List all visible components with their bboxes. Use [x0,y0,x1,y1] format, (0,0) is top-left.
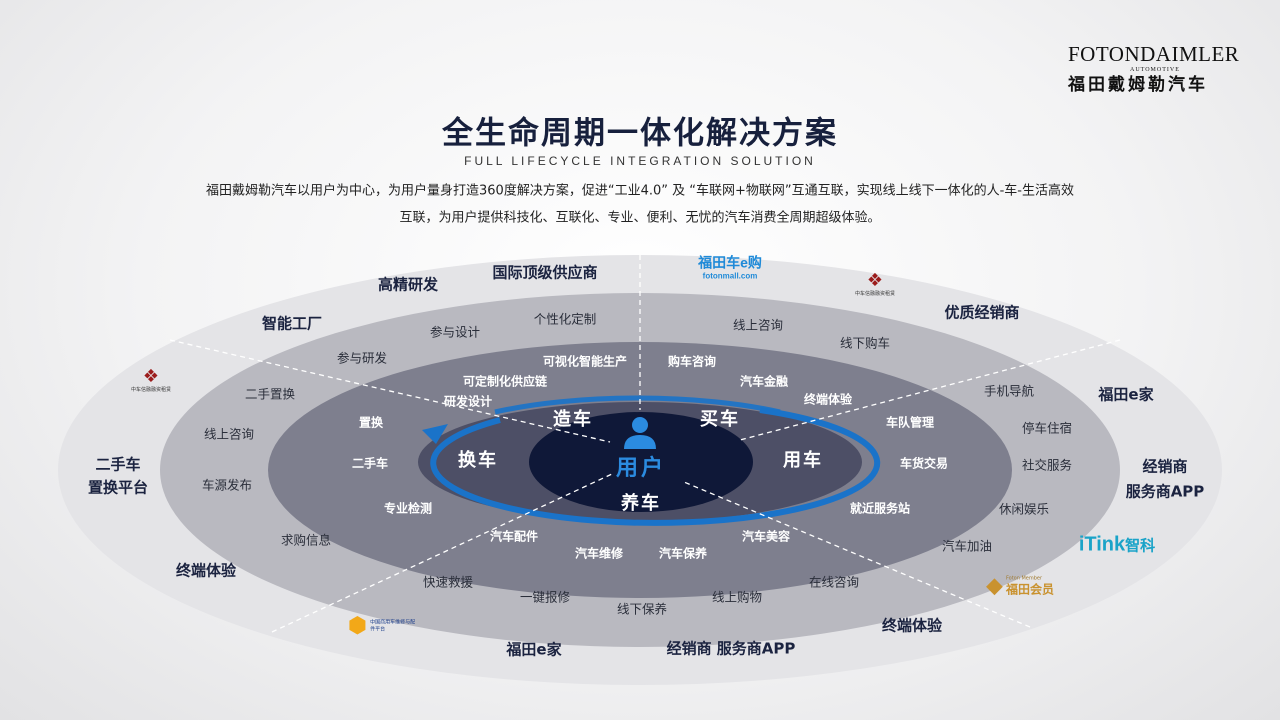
ring3-item: 购车咨询 [667,354,717,369]
ring1-item: 国际顶级供应商 [492,263,598,282]
ring2-item: 个性化定制 [533,311,597,327]
ring2-item: 在线咨询 [808,574,860,590]
ring2-item: 休闲娱乐 [998,501,1050,517]
ring3-item: 可视化智能生产 [542,354,628,369]
cycle-arrow-top [494,395,781,415]
stage-buy: 买车 [700,409,740,430]
ring3-item: 研发设计 [443,394,493,409]
description-line-2: 互联，为用户提供科技化、互联化、专业、便利、无忧的汽车消费全周期超级体验。 [399,210,881,226]
leasing-logo-top: ❖ 中车信融融资租赁 [854,270,896,297]
ring3-item: 终端体验 [803,392,853,407]
ring2-item: 车源发布 [201,477,253,493]
sector-dividers [169,255,1121,633]
ring3-item: 置换 [358,415,384,430]
arrow-head-icon [422,424,448,444]
ring3-item: 就近服务站 [849,501,911,516]
ring1-item: 终端体验 [175,561,237,580]
stage-make: 造车 [553,409,593,430]
stage-replace: 换车 [458,450,498,471]
ring1-item: 终端体验 [881,616,943,635]
ring1-item: 优质经销商 [944,303,1020,322]
leasing-logo-left: ❖ 中车信融融资租赁 [130,366,172,393]
platform-hexagon-icon: ⬢ [347,613,368,639]
ring3-item: 汽车金融 [739,374,789,389]
ring1-item: 福田e家 [506,640,562,659]
ring3-item: 专业检测 [383,501,433,516]
ring2-item: 一键报修 [519,589,571,605]
ring3-item: 汽车保养 [658,546,708,561]
ring2-item: 线上咨询 [732,317,784,333]
ring2-item: 二手置换 [244,386,296,402]
ring2-item: 线下购车 [839,335,891,351]
foton-emall-logo: 福田车e购 fotonmall.com [698,254,762,281]
core-user-label: 用户 [615,456,667,481]
page-subtitle: FULL LIFECYCLE INTEGRATION SOLUTION [464,154,816,168]
ring2-item: 线上购物 [711,589,763,605]
ring3-item: 汽车维修 [574,546,624,561]
ring3-item: 车队管理 [885,415,935,430]
ring1-item: 智能工厂 [261,314,323,333]
leasing-emblem-icon: ❖ [866,270,884,291]
stage-use: 用车 [783,450,823,471]
ring3-item: 车货交易 [899,456,949,471]
ring1-item: 置换平台 [87,478,149,497]
ring1-item: 高精研发 [377,275,439,294]
page-title: 全生命周期一体化解决方案 [442,115,838,152]
ring2-item: 停车住宿 [1021,420,1073,436]
ring2-item: 社交服务 [1021,457,1073,473]
ring2-item: 参与研发 [336,350,388,366]
member-emblem-icon: ◆ [986,573,1003,599]
ring1-item: 经销商 [1142,457,1188,476]
itink-logo: iTink智科 [1078,533,1156,556]
leasing-emblem-icon: ❖ [142,366,160,387]
description-line-1: 福田戴姆勒汽车以用户为中心，为用户量身打造360度解决方案，促进“工业4.0” … [206,183,1074,199]
user-icon [624,417,656,449]
ring2-item: 手机导航 [983,383,1035,399]
ring1-item: 服务商APP [1125,482,1205,501]
cycle-arrow [430,407,881,526]
ring3-item: 汽车配件 [489,529,539,544]
ring3-item: 可定制化供应链 [462,374,548,389]
stage-maintain: 养车 [621,493,661,514]
ring1-item: 经销商 服务商APP [666,639,796,658]
ring2-item: 线上咨询 [203,426,255,442]
ring2-item: 参与设计 [429,324,481,340]
ring3-item: 汽车美容 [741,529,791,544]
ring3-item: 二手车 [351,456,389,471]
ring1-item: 福田e家 [1098,385,1154,404]
ring2-item: 快速救援 [422,574,474,590]
ring2-item: 汽车加油 [941,538,993,554]
ring2-item: 求购信息 [280,532,332,548]
ring2-item: 线下保养 [616,601,668,617]
repair-platform-logo: ⬢ 中国商用车维修与配件平台 [347,613,416,639]
fotondaimler-logo: FOTONDAIMLER AUTOMOTIVE 福田戴姆勒汽车 [1068,42,1240,95]
ring1-item: 二手车 [95,455,141,474]
